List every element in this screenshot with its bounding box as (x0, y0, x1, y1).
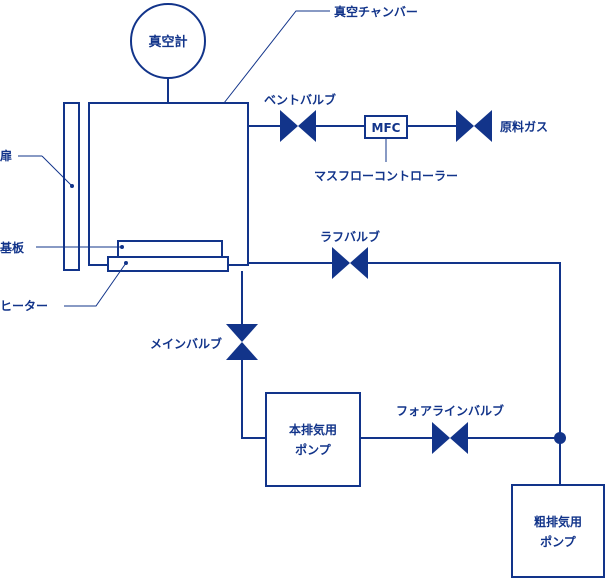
heater-label: ヒーター (0, 299, 48, 313)
main-valve-label: メインバルブ (150, 336, 222, 351)
substrate-label: 基板 (0, 240, 25, 255)
foreline-valve-right (450, 422, 468, 454)
substrate (117, 240, 223, 258)
vent-valve-label: ベントバルブ (264, 92, 336, 107)
vacuum-chamber-label: 真空チャンバー (334, 4, 418, 19)
main-pump (265, 392, 361, 487)
main-valve-top (226, 324, 258, 342)
rough-pump (511, 484, 605, 578)
junction-dot (554, 432, 566, 444)
main-valve-bottom (226, 342, 258, 360)
door-leader-dot (70, 184, 74, 188)
vent-valve-left (280, 110, 298, 142)
gas-valve-left (456, 110, 474, 142)
foreline-valve-left (432, 422, 450, 454)
vent-valve-right (298, 110, 316, 142)
rough-valve-label: ラフバルブ (320, 229, 380, 244)
door-label: 扉 (0, 148, 12, 163)
rough-valve-right (350, 247, 368, 279)
main-pump-label-2: ポンプ (295, 442, 332, 457)
chamber-leader (223, 10, 330, 104)
substrate-leader-dot (120, 245, 124, 249)
heater (107, 256, 229, 272)
main-line-2 (241, 360, 266, 439)
heater-leader-dot (124, 261, 128, 265)
vacuum-gauge (130, 3, 206, 79)
rough-valve-left (332, 247, 350, 279)
rough-pump-label-1: 粗排気用 (534, 514, 582, 529)
door-leader-b (41, 155, 73, 187)
mass-flow-controller-label: マスフローコントローラー (314, 169, 458, 183)
gas-valve-right (474, 110, 492, 142)
mfc-label: MFC (372, 121, 401, 135)
heater-leader (64, 262, 127, 307)
rough-pump-label-2: ポンプ (540, 534, 577, 549)
main-pump-label-1: 本排気用 (289, 422, 337, 437)
vacuum-chamber (88, 102, 249, 266)
rough-line-2 (368, 262, 561, 485)
vacuum-gauge-label: 真空計 (148, 34, 187, 50)
source-gas-label: 原料ガス (500, 119, 548, 134)
foreline-valve-label: フォアラインバルブ (396, 403, 504, 418)
